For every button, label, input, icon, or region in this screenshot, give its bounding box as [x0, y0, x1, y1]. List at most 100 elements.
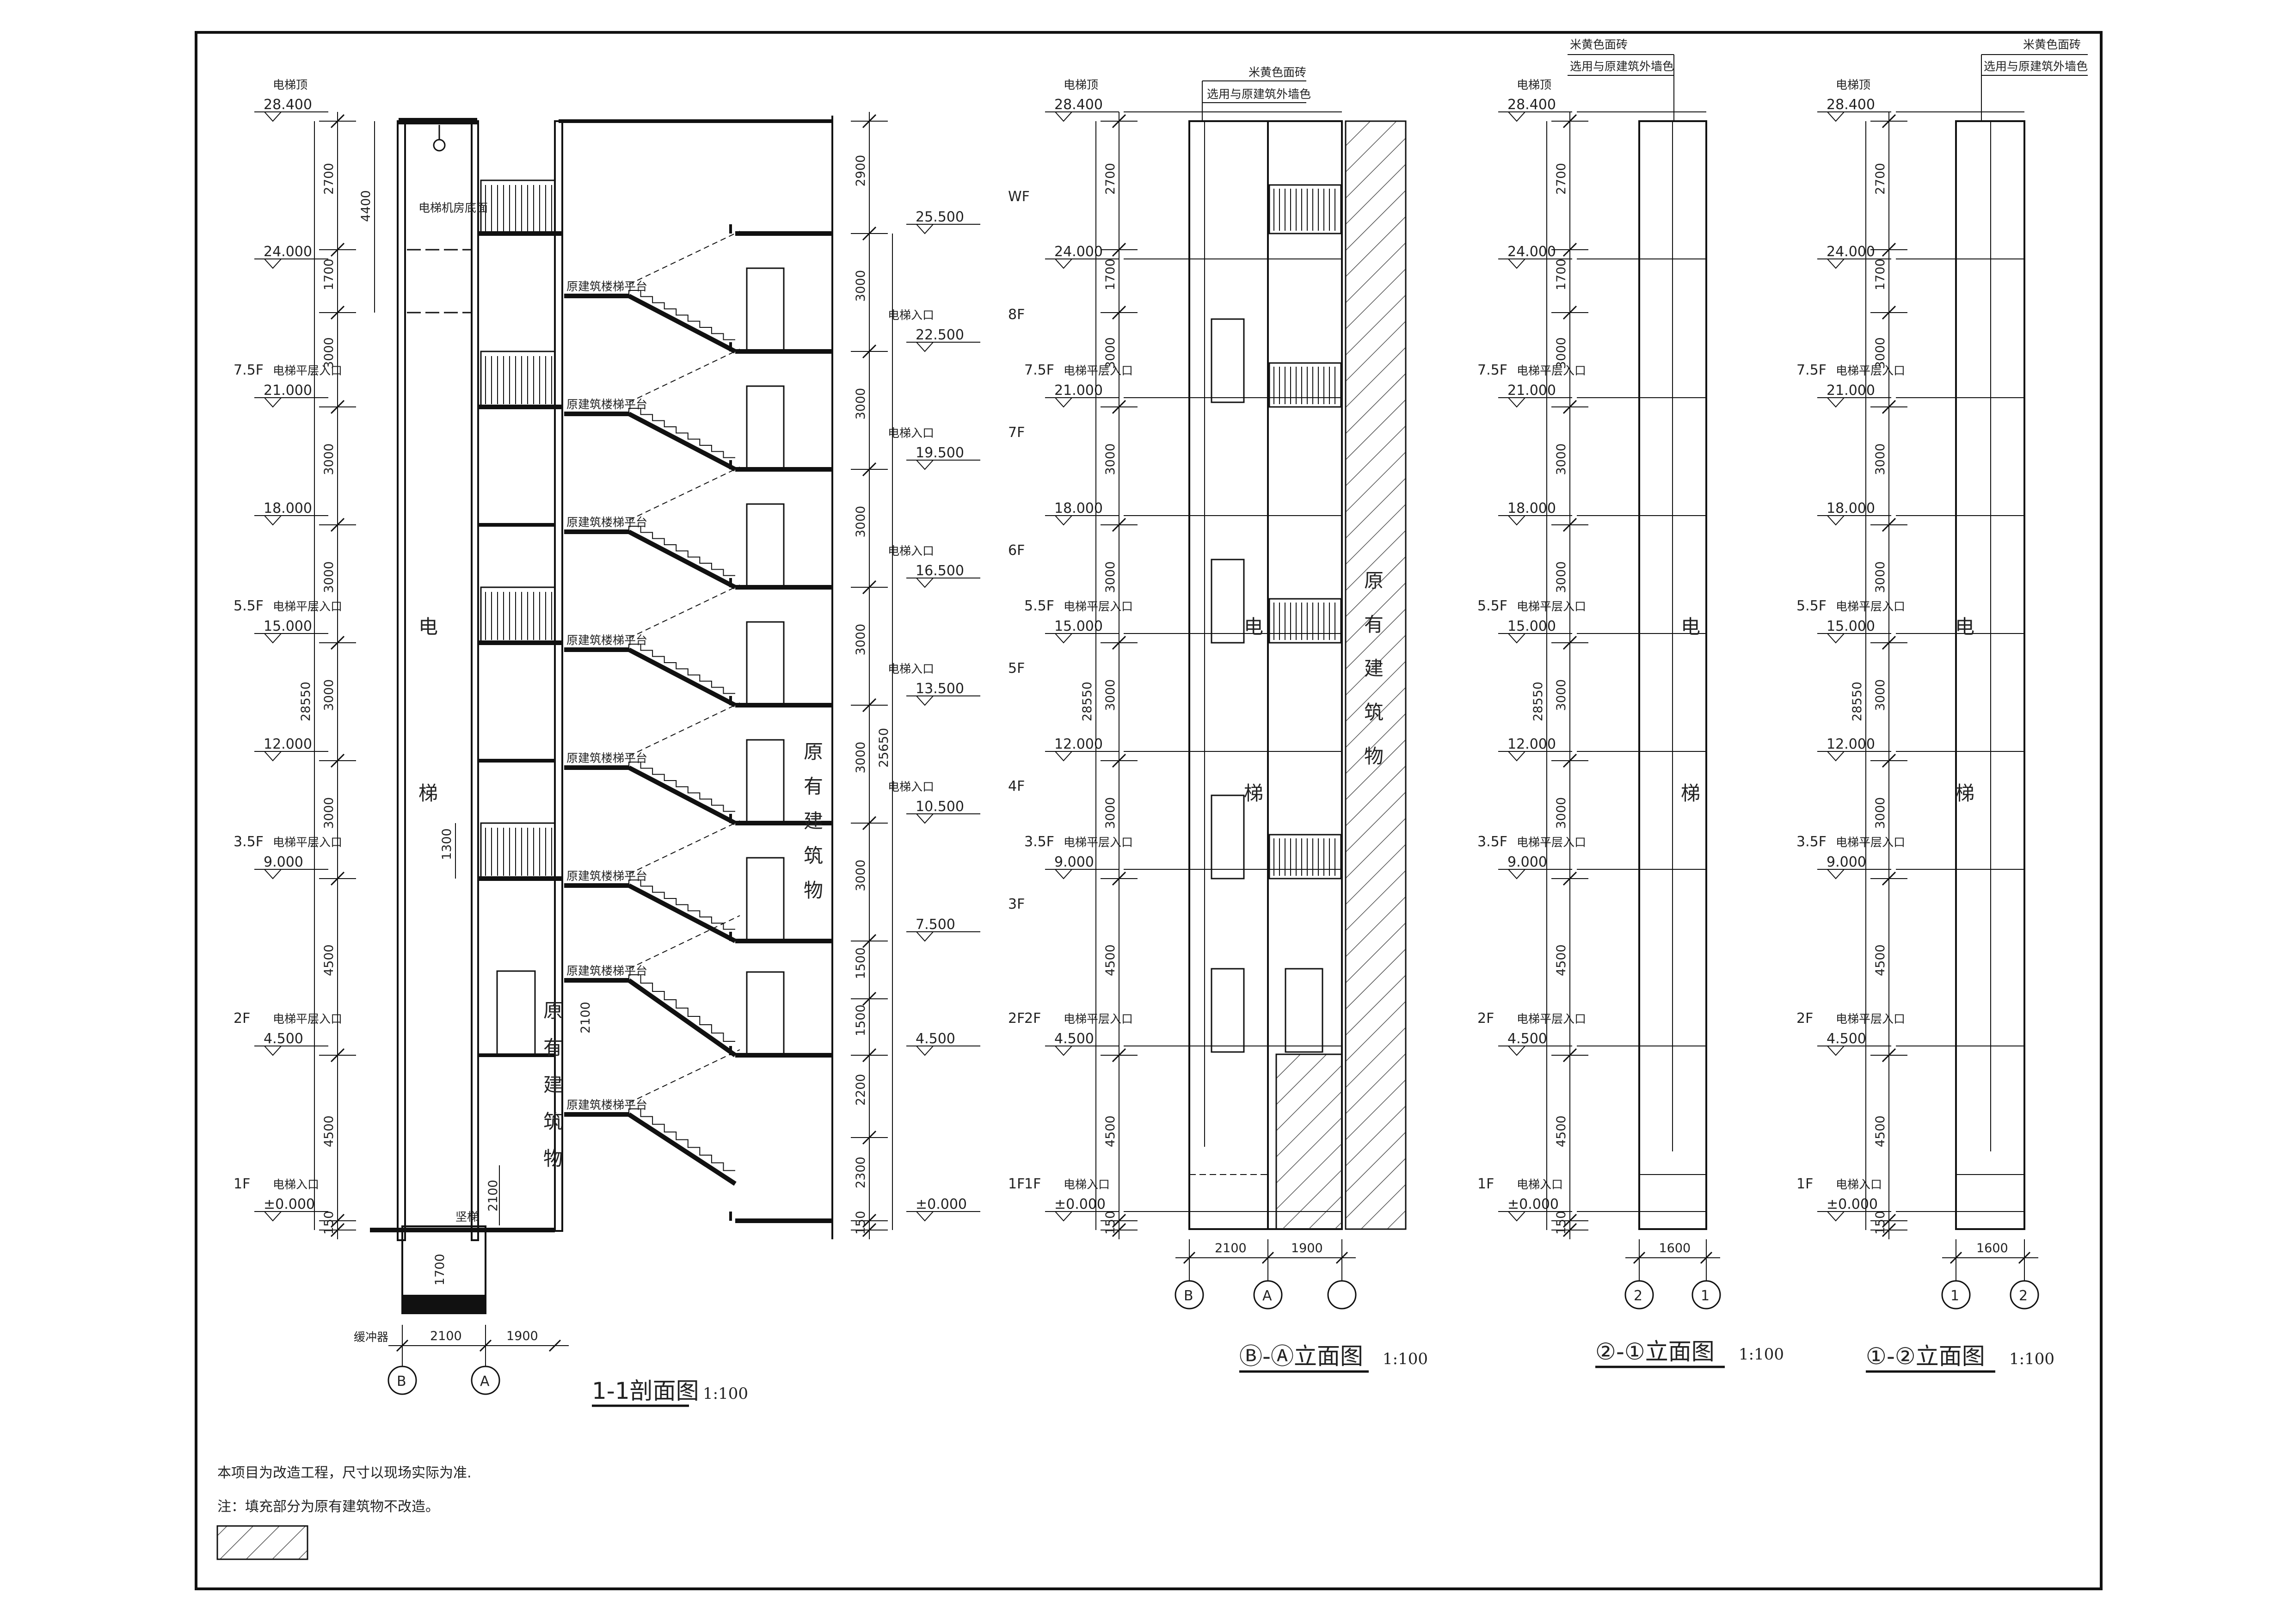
mid-door-dim: 2100 — [578, 1002, 593, 1033]
platform-label: 原建筑楼梯平台 — [566, 1098, 647, 1112]
level-floor: 7.5F — [234, 362, 264, 378]
axis-label: A — [1262, 1288, 1272, 1304]
level-value: 12.000 — [264, 736, 312, 752]
elevator-char: 梯 — [1244, 782, 1263, 805]
stair-flight — [627, 765, 737, 825]
dim-label: 3000 — [1554, 797, 1568, 829]
level-triangle — [1054, 633, 1073, 644]
level-floor: 5.5F — [1024, 598, 1054, 614]
hdim-label: 1900 — [506, 1329, 538, 1343]
stair-flight — [627, 978, 737, 1058]
level-label: 电梯平层入口 — [1836, 364, 1905, 377]
dim-label: 3000 — [1103, 797, 1118, 829]
elevation-balustrade — [1268, 598, 1342, 644]
level-label: 电梯入口 — [888, 544, 934, 558]
level-floor: 1F — [1008, 1176, 1025, 1192]
stair-upper — [628, 820, 740, 874]
dim-label: 1700 — [1103, 258, 1118, 290]
level-label: 电梯平层入口 — [1517, 836, 1586, 849]
existing-char: 筑 — [1364, 701, 1384, 724]
level-label: 电梯平层入口 — [1836, 1012, 1905, 1026]
level-floor: 1F — [1796, 1176, 1813, 1192]
level-triangle — [915, 695, 935, 706]
elevation-door — [1211, 794, 1245, 880]
level-floor: 7F — [1008, 424, 1025, 441]
existing-char: 有 — [804, 775, 823, 798]
level-floor: 3.5F — [1477, 834, 1507, 850]
level-triangle — [1826, 869, 1845, 880]
level-triangle — [1826, 751, 1845, 762]
section-existing-building-label-lower: 原有建筑物 — [543, 999, 563, 1170]
dim-label: 3000 — [1554, 337, 1568, 369]
level-label: 电梯顶 — [1836, 78, 1870, 92]
level-floor: 2F — [234, 1010, 250, 1027]
stair-upper — [628, 1049, 740, 1103]
axis-bubble — [1691, 1280, 1721, 1310]
stair-steps — [628, 880, 735, 930]
level-floor: 1F — [1024, 1176, 1041, 1192]
level-value: 15.000 — [1507, 618, 1556, 634]
dim-label: 4500 — [1554, 1115, 1568, 1147]
level-value: 10.500 — [916, 799, 964, 815]
elev-ba-annotations: 28.400电梯顶24.00021.000电梯平层入口7.5F18.00015.… — [1024, 78, 1384, 1310]
elev-21-scale: 1:100 — [1739, 1345, 1784, 1364]
level-triangle — [1826, 111, 1845, 122]
elevator-char: 电 — [1244, 615, 1263, 638]
stair-door — [746, 385, 785, 470]
shaft-left-wall — [397, 120, 406, 1241]
dim-label: 3000 — [854, 742, 868, 774]
level-label: 电梯平层入口 — [1836, 836, 1905, 849]
dim-label: 3000 — [854, 270, 868, 302]
shaft-mid-wall — [471, 120, 479, 1241]
elevator-char: 梯 — [1681, 782, 1700, 805]
stair-upper — [628, 915, 740, 969]
level-value: 28.400 — [1827, 97, 1875, 113]
total-dim-label: 28550 — [1080, 682, 1095, 721]
elevation-balustrade — [1268, 834, 1342, 880]
level-floor: 3.5F — [1024, 834, 1054, 850]
level-triangle — [1054, 397, 1073, 408]
dim-label: 3000 — [322, 797, 336, 829]
platform-label: 原建筑楼梯平台 — [566, 516, 647, 529]
level-floor: 5.5F — [1477, 598, 1507, 614]
level-value: 15.000 — [1827, 618, 1875, 634]
axis-label: 2 — [1634, 1288, 1642, 1304]
stair-upper — [628, 231, 740, 285]
stair-upper — [628, 702, 740, 757]
level-label: 电梯入口 — [888, 780, 934, 794]
dim-label: 2900 — [854, 155, 868, 187]
level-value: 18.000 — [1507, 500, 1556, 517]
stair-door — [746, 267, 785, 352]
level-value: 21.000 — [1054, 382, 1103, 399]
stair-flight — [627, 883, 737, 943]
stair-steps — [628, 644, 735, 694]
elev-ba-scale: 1:100 — [1383, 1350, 1428, 1368]
dim-label: 3000 — [1103, 561, 1118, 593]
axis-bubble — [1175, 1280, 1204, 1310]
level-floor: 2F — [1008, 1010, 1025, 1027]
level-triangle — [263, 397, 283, 408]
level-triangle — [915, 224, 935, 234]
level-triangle — [1054, 1046, 1073, 1056]
dim-label: 3000 — [854, 624, 868, 656]
level-value: 4.500 — [916, 1031, 955, 1047]
level-value: ±0.000 — [916, 1196, 967, 1212]
level-label: 电梯平层入口 — [273, 364, 342, 377]
elev-21-title: ②-①立面图 — [1595, 1338, 1715, 1365]
level-label: 电梯顶 — [1064, 78, 1098, 92]
elev-ba-finish-2: 选用与原建筑外墙色 — [1207, 87, 1311, 101]
dim-label: 2700 — [1873, 163, 1888, 195]
dim-label: 2700 — [1103, 163, 1118, 195]
stair-door — [746, 739, 785, 824]
axis-bubble — [1327, 1280, 1357, 1310]
elevation-balustrade — [1268, 362, 1342, 408]
legend-hatch-swatch — [216, 1525, 308, 1560]
dim-label: 1700 — [322, 258, 336, 290]
level-triangle — [263, 751, 283, 762]
level-triangle — [263, 111, 283, 122]
existing-char: 筑 — [543, 1110, 563, 1133]
level-label: 电梯平层入口 — [273, 600, 342, 613]
platform-label: 原建筑楼梯平台 — [566, 869, 647, 883]
level-triangle — [1054, 515, 1073, 526]
level-value: ±0.000 — [1507, 1196, 1559, 1212]
